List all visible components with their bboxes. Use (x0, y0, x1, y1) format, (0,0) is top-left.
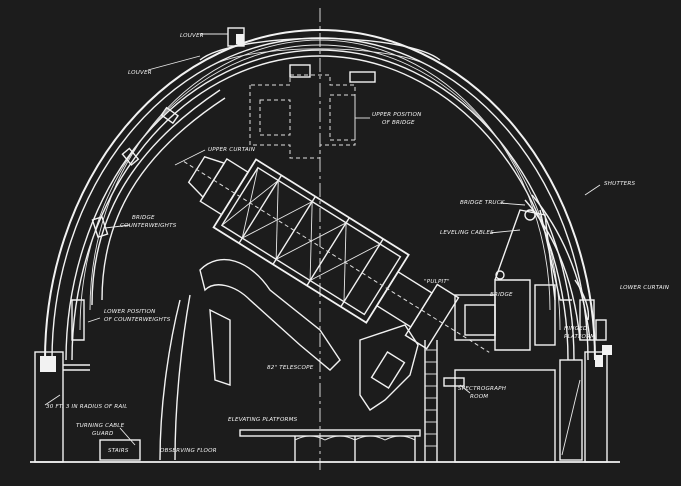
bridge-counterweight-track (71, 89, 226, 341)
label-stairs: STAIRS (108, 448, 129, 454)
label-lower-position-counterweights: LOWER POSITION OF COUNTERWEIGHTS (104, 309, 171, 323)
label-upper-position-bridge: UPPER POSITION OF BRIDGE (372, 112, 423, 126)
label-lower-position-line1: LOWER POSITION (104, 309, 156, 315)
label-bridge-line2: COUNTERWEIGHTS (120, 223, 177, 229)
label-lower-position-line2: OF COUNTERWEIGHTS (104, 317, 171, 323)
label-upper-curtain: UPPER CURTAIN (208, 147, 256, 153)
pulpit-bridge (454, 209, 556, 351)
ladder (424, 340, 438, 462)
label-spectrograph-line1: SPECTROGRAPH (458, 386, 507, 392)
label-bridge-counterweights: BRIDGE COUNTERWEIGHTS (120, 215, 177, 229)
label-hinged-line1: HINGED (564, 326, 588, 332)
label-hinged-platform: HINGED PLATFORM (564, 326, 595, 340)
label-radius-of-rail: 30 FT. 3 IN RADIUS OF RAIL (46, 404, 128, 410)
label-turning-line1: TURNING CABLE (76, 423, 125, 429)
label-spectrograph-line2: ROOM (470, 394, 488, 400)
label-louver-top: LOUVER (180, 33, 204, 39)
label-observing-floor: OBSERVING FLOOR (160, 448, 217, 454)
elevating-platform (239, 429, 421, 462)
label-bridge: BRIDGE (490, 292, 513, 298)
label-hinged-line2: PLATFORM (564, 334, 595, 340)
label-bridge-truck: BRIDGE TRUCK (460, 200, 506, 206)
right-wall (559, 345, 612, 463)
label-upper-position-line1: UPPER POSITION (372, 112, 422, 118)
label-upper-position-line2: OF BRIDGE (382, 120, 415, 126)
label-louver-left: LOUVER (128, 70, 152, 76)
spectrograph-room (443, 369, 556, 463)
labels: LOUVER LOUVER UPPER CURTAIN UPPER POSITI… (46, 33, 670, 454)
label-turning-cable-guard: TURNING CABLE GUARD (76, 423, 126, 437)
louver-top (227, 27, 245, 47)
label-lower-curtain: LOWER CURTAIN (620, 285, 670, 291)
label-pulpit: "PULPIT" (424, 279, 450, 285)
label-telescope: 82" TELESCOPE (267, 365, 314, 371)
label-turning-line2: GUARD (92, 431, 114, 437)
telescope-tube (183, 155, 490, 353)
upper-bridge-position (249, 64, 376, 159)
shutter-assembly (524, 194, 607, 341)
label-shutters: SHUTTERS (604, 181, 636, 187)
label-elevating-platforms: ELEVATING PLATFORMS (228, 417, 298, 423)
mirror-cell-assembly (359, 324, 419, 411)
telescope-fork-mount (159, 259, 341, 461)
leader-lines (44, 33, 601, 446)
label-bridge-line1: BRIDGE (132, 215, 155, 221)
label-leveling-cables: LEVELING CABLES (440, 230, 494, 236)
label-spectrograph-room: SPECTROGRAPH ROOM (458, 386, 508, 400)
